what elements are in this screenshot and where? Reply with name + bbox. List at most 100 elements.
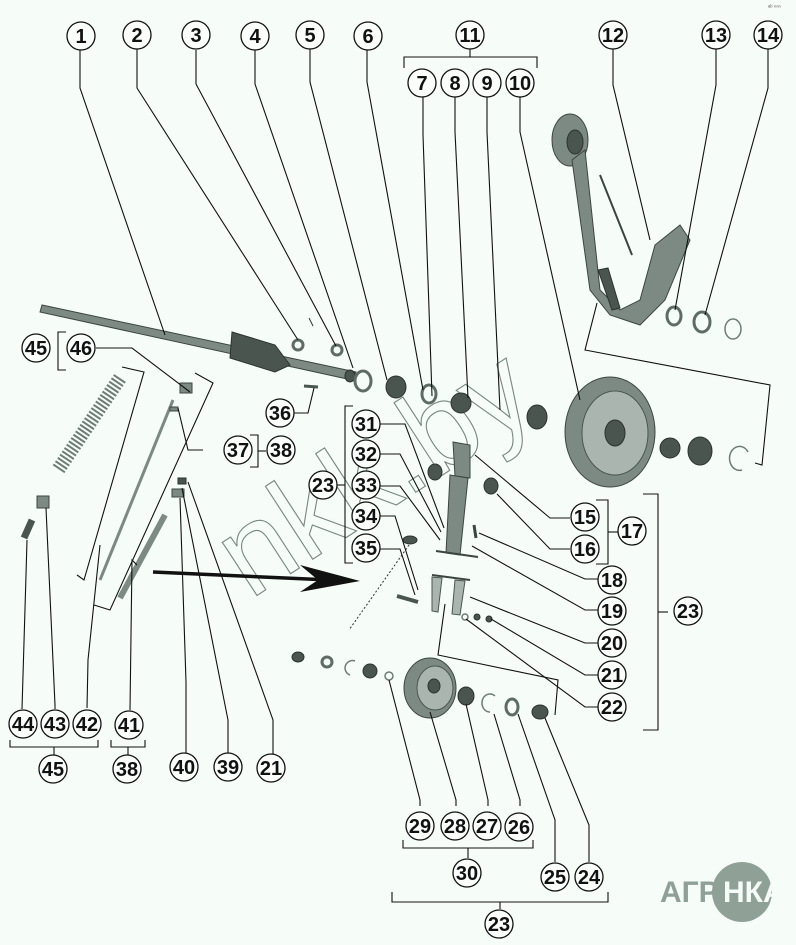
corner-mark: ᵃᵇ ⁿⁿⁿ <box>768 4 781 11</box>
callout-23-left[interactable]: 23 <box>308 470 338 500</box>
svg-text:25: 25 <box>544 867 566 889</box>
callout-21[interactable]: 21 <box>597 660 627 690</box>
part-washer-3 <box>291 338 305 352</box>
callout-6[interactable]: 6 <box>353 21 383 51</box>
callout-40[interactable]: 40 <box>169 752 199 782</box>
callout-46[interactable]: 46 <box>66 333 96 363</box>
callout-22[interactable]: 22 <box>597 692 627 722</box>
svg-text:33: 33 <box>355 475 377 497</box>
part-sleeve-44 <box>20 518 36 540</box>
part-washer-25 <box>504 697 520 717</box>
svg-text:18: 18 <box>601 570 623 592</box>
part-nut-46 <box>179 382 193 394</box>
callout-9[interactable]: 9 <box>472 68 502 98</box>
callout-23-bottom[interactable]: 23 <box>484 909 514 939</box>
callout-44[interactable]: 44 <box>8 709 38 739</box>
callout-43[interactable]: 43 <box>40 709 70 739</box>
svg-text:30: 30 <box>456 863 478 885</box>
callout-3[interactable]: 3 <box>181 20 211 50</box>
callout-38-bottom[interactable]: 38 <box>112 754 142 784</box>
callout-45-bottom[interactable]: 45 <box>38 754 68 784</box>
callout-45-top[interactable]: 45 <box>21 333 51 363</box>
callout-18[interactable]: 18 <box>597 565 627 595</box>
callout-31[interactable]: 31 <box>351 409 381 439</box>
part-washer-29 <box>384 671 394 681</box>
callout-21-left[interactable]: 21 <box>256 753 286 783</box>
svg-text:7: 7 <box>416 73 427 95</box>
callout-33[interactable]: 33 <box>351 470 381 500</box>
svg-text:22: 22 <box>601 697 623 719</box>
leader-lines <box>9 48 771 909</box>
part-snap-ring-26 <box>481 693 496 713</box>
svg-text:41: 41 <box>118 715 140 737</box>
callout-20[interactable]: 20 <box>597 628 627 658</box>
svg-text:44: 44 <box>12 714 35 736</box>
callout-1[interactable]: 1 <box>66 21 96 51</box>
svg-text:6: 6 <box>362 26 373 48</box>
callout-25[interactable]: 25 <box>540 862 570 892</box>
callout-23-right[interactable]: 23 <box>673 596 703 626</box>
part-bushing <box>291 651 305 663</box>
svg-text:42: 42 <box>76 714 98 736</box>
callout-11[interactable]: 11 <box>455 20 485 50</box>
callout-13[interactable]: 13 <box>701 20 731 50</box>
callout-16[interactable]: 16 <box>570 534 600 564</box>
svg-text:4: 4 <box>249 26 261 48</box>
svg-text:13: 13 <box>705 25 727 47</box>
callout-37[interactable]: 37 <box>223 435 253 465</box>
part-bushing-24 <box>531 704 549 720</box>
callout-32[interactable]: 32 <box>351 439 381 469</box>
logo-circle <box>712 862 772 922</box>
svg-text:21: 21 <box>260 758 282 780</box>
svg-text:40: 40 <box>173 757 195 779</box>
part-bearing <box>687 436 713 466</box>
part-ring-13 <box>665 305 683 327</box>
part-arm-assembly-12 <box>551 113 691 326</box>
svg-text:17: 17 <box>621 521 643 543</box>
svg-text:10: 10 <box>509 73 531 95</box>
part-snap-ring <box>344 659 356 676</box>
callout-36[interactable]: 36 <box>265 398 295 428</box>
callout-17[interactable]: 17 <box>617 516 647 546</box>
callout-39[interactable]: 39 <box>213 752 243 782</box>
callout-19[interactable]: 19 <box>597 596 627 626</box>
svg-text:2: 2 <box>131 25 142 47</box>
callout-10[interactable]: 10 <box>505 68 535 98</box>
callout-12[interactable]: 12 <box>598 20 628 50</box>
callout-8[interactable]: 8 <box>440 68 470 98</box>
part-bearing-27 <box>457 686 475 706</box>
callout-38-top[interactable]: 38 <box>266 435 296 465</box>
callout-27[interactable]: 27 <box>472 811 502 841</box>
svg-text:9: 9 <box>481 73 492 95</box>
part-washer-37 <box>169 406 179 412</box>
part-bushing-16 <box>483 477 499 495</box>
callout-5[interactable]: 5 <box>295 20 325 50</box>
part-nut-40 <box>171 488 185 498</box>
callout-29[interactable]: 29 <box>405 811 435 841</box>
callout-7[interactable]: 7 <box>407 68 437 98</box>
callout-4[interactable]: 4 <box>240 21 270 51</box>
callout-2[interactable]: 2 <box>122 20 152 50</box>
svg-text:29: 29 <box>409 816 431 838</box>
part-rod <box>98 399 175 581</box>
svg-text:19: 19 <box>601 601 623 623</box>
part-bolt-41 <box>117 513 168 600</box>
callout-26[interactable]: 26 <box>504 812 534 842</box>
part-shaft <box>39 304 357 383</box>
callout-24[interactable]: 24 <box>574 862 604 892</box>
part-fork <box>431 574 471 616</box>
callout-42[interactable]: 42 <box>72 709 102 739</box>
part-bushing-8 <box>450 392 472 414</box>
callout-30[interactable]: 30 <box>452 858 482 888</box>
callout-15[interactable]: 15 <box>570 502 600 532</box>
callout-34[interactable]: 34 <box>351 501 381 531</box>
callout-41[interactable]: 41 <box>114 710 144 740</box>
part-ring-7 <box>420 383 438 405</box>
part-washer <box>320 655 334 669</box>
svg-text:23: 23 <box>677 601 699 623</box>
callout-35[interactable]: 35 <box>351 533 381 563</box>
callout-28[interactable]: 28 <box>440 811 470 841</box>
logo-text-right: НКА <box>723 876 785 909</box>
callout-14[interactable]: 14 <box>753 20 783 50</box>
